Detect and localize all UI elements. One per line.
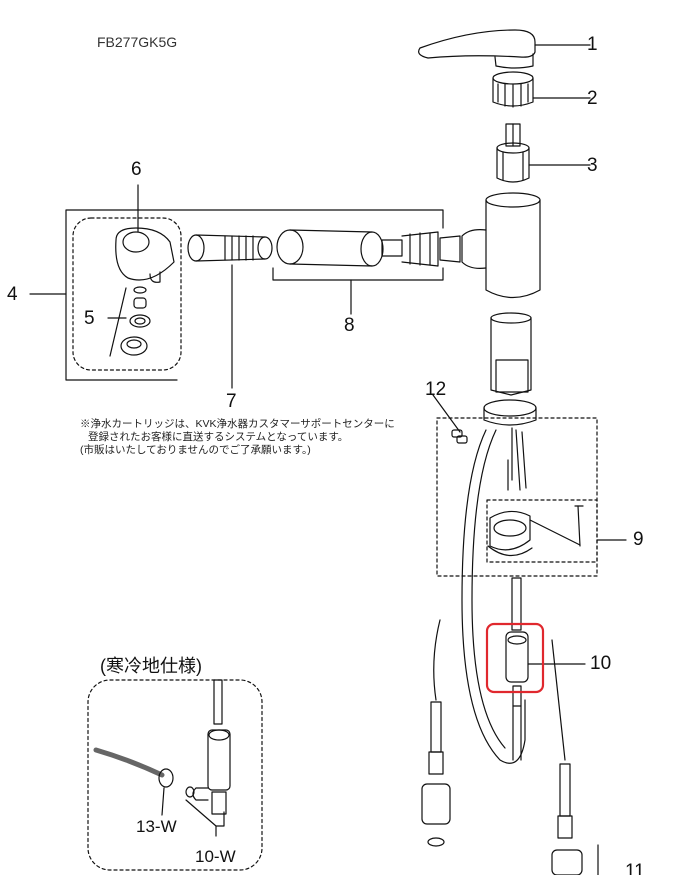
part-10-highlight: [485, 622, 545, 694]
label-part-6: 6: [131, 159, 142, 180]
shower-hose-connector: [276, 229, 461, 267]
label-part-5: 5: [84, 308, 95, 329]
label-part-8: 8: [344, 315, 355, 336]
part-4-bracket: [29, 209, 444, 381]
part-2-cap-nut: [492, 71, 591, 108]
part-3-cartridge: [496, 123, 591, 183]
model-number: FB277GK5G: [97, 34, 178, 50]
faucet-body: [461, 192, 541, 299]
supply-hose-left: [421, 619, 451, 847]
note-line: 登録されたお客様に直送するシステムとなっています。: [88, 431, 349, 443]
label-part-2: 2: [587, 88, 598, 109]
part-8-bracket: [272, 267, 444, 315]
cartridge-note: ※浄水カートリッジは、KVK浄水器カスタマーサポートセンターに 登録されたお客様…: [80, 418, 395, 457]
part-10-check-valve: [505, 577, 586, 761]
shower-hose: [461, 427, 527, 764]
part-6-shower-head-box: [72, 184, 182, 371]
label-part-10: 10: [590, 653, 612, 674]
supply-hose-right: [551, 639, 599, 875]
label-part-9: 9: [633, 529, 644, 550]
label-part-13w: 13-W: [136, 817, 177, 836]
label-part-3: 3: [587, 155, 598, 176]
part-1-lever-handle: [418, 29, 591, 69]
part-12-screw-box: [432, 394, 598, 577]
label-part-12: 12: [425, 379, 447, 400]
part-7-sleeve: [187, 234, 273, 389]
label-part-4: 4: [7, 284, 18, 305]
part-5-seal-set: [107, 286, 151, 357]
cold-region-box: [87, 679, 263, 871]
part-9-mount: [486, 499, 627, 563]
lower-body: [483, 312, 537, 426]
note-line: ※浄水カートリッジは、KVK浄水器カスタマーサポートセンターに: [80, 418, 395, 430]
label-part-10w: 10-W: [195, 847, 236, 866]
note-line: (市販はいたしておりませんのでご了承願います。): [80, 444, 311, 456]
label-part-11: 11: [625, 861, 645, 875]
label-part-1: 1: [587, 34, 598, 55]
label-part-7: 7: [226, 391, 237, 412]
cold-region-title: (寒冷地仕様): [100, 656, 202, 676]
